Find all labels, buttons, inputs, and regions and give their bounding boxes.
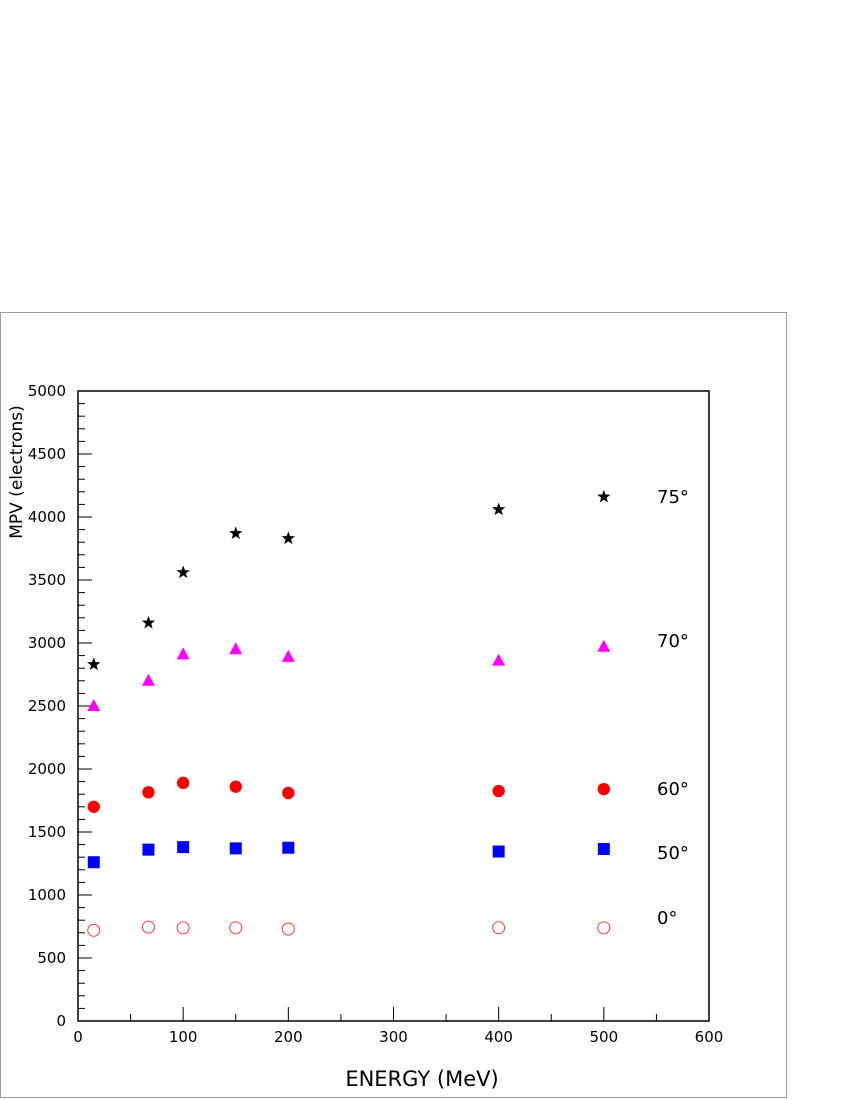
data-point-star [87,657,101,671]
data-point-square [282,841,295,854]
series-label: 0° [657,908,677,929]
x-tick-label: 500 [590,1028,619,1046]
data-point-open-circle [141,920,156,934]
data-point-circle [142,786,155,799]
y-tick-label: 5000 [28,382,66,400]
x-tick-label: 400 [484,1028,513,1046]
plot-area [77,390,710,1022]
x-tick-label: 300 [379,1028,408,1046]
series-label: 50° [657,843,689,864]
data-point-triangle [492,653,506,666]
chart-frame [0,312,787,1098]
data-point-circle [597,782,611,796]
data-point-open-circle [597,921,611,935]
data-point-triangle [141,673,155,686]
data-point-open-circle [229,921,243,935]
y-tick-label: 1000 [28,886,66,904]
data-point-circle [492,784,505,798]
series-label: 75° [657,487,689,508]
data-point-open-circle [87,923,101,937]
x-axis-title: ENERGY (MeV) [345,1067,498,1091]
data-point-star [281,531,295,545]
y-tick-label: 2000 [28,760,66,778]
y-tick-label: 3000 [28,634,66,652]
data-point-star [597,489,611,503]
y-tick-label: 500 [37,949,66,967]
x-tick-label: 100 [169,1028,198,1046]
y-tick-label: 1500 [28,823,66,841]
y-tick-label: 0 [56,1012,66,1030]
y-tick-label: 2500 [28,697,66,715]
data-point-triangle [176,647,190,660]
data-point-square [142,843,155,856]
data-point-open-circle [176,921,190,935]
series-label: 70° [657,631,689,652]
y-tick-label: 4500 [28,445,66,463]
data-point-triangle [87,699,101,711]
data-point-star [229,526,243,540]
y-tick-label: 4000 [28,508,66,526]
x-tick-label: 200 [274,1028,303,1046]
data-point-triangle [281,649,295,662]
data-point-star [141,615,156,629]
data-point-star [492,502,506,516]
data-point-triangle [597,639,611,652]
series-labels: 75° 70° 60° 50° 0° [657,487,689,929]
y-axis-title: MPV (electrons) [7,405,27,539]
data-point-triangle [229,642,243,655]
x-tick-label: 600 [695,1028,724,1046]
data-point-square [229,842,242,855]
data-point-star [176,565,190,579]
series-label: 60° [657,779,689,800]
data-point-square [492,845,505,858]
data-point-square [177,841,190,854]
data-point-open-circle [281,922,295,936]
data-point-open-circle [492,921,506,935]
data-point-square [597,843,610,856]
data-point-circle [176,776,190,790]
y-tick-label: 3500 [28,571,66,589]
data-point-circle [282,786,295,800]
data-point-circle [87,800,100,813]
data-point-square [87,856,100,869]
data-marks [87,489,611,937]
x-tick-label: 0 [73,1028,83,1046]
data-point-circle [229,780,242,793]
axis-ticks: 0 100 200 300 400 500 600 0 500 1000 1500 2000 2500 3… [28,382,724,1046]
